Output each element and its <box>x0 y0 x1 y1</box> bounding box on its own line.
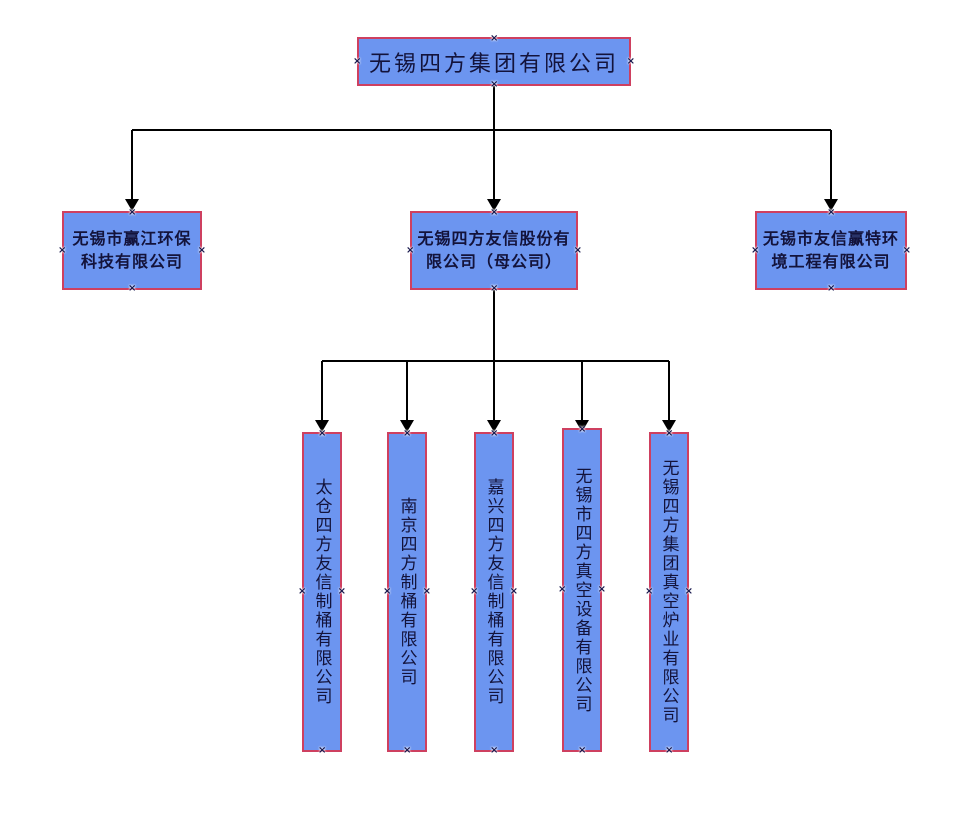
connection-handle-icon[interactable]: × <box>490 33 499 44</box>
connection-handle-icon[interactable]: × <box>58 244 67 256</box>
arrowhead-down-icon <box>400 420 414 432</box>
arrowhead-down-icon <box>125 199 139 211</box>
connection-handle-icon[interactable]: × <box>626 55 635 67</box>
connection-handle-icon[interactable]: × <box>827 207 836 218</box>
connection-handle-icon[interactable]: × <box>490 428 499 439</box>
connection-handle-icon[interactable]: × <box>578 424 587 435</box>
connection-handle-icon[interactable]: × <box>318 428 327 439</box>
org-node-nanjing-drum[interactable]: × × × × 南京四方制桶有限公司 <box>383 428 431 756</box>
arrowhead-down-icon <box>662 420 676 432</box>
connection-handle-icon[interactable]: × <box>597 584 606 595</box>
org-node-parent-company[interactable]: × × × × 无锡四方友信股份有 限公司（母公司） <box>406 207 582 294</box>
connection-handle-icon[interactable]: × <box>403 745 412 756</box>
org-node-label: 无锡市四方真空设备有限公司 <box>572 466 592 714</box>
connection-handle-icon[interactable]: × <box>665 428 674 439</box>
connection-handle-icon[interactable]: × <box>337 586 346 597</box>
connection-handle-icon[interactable]: × <box>509 586 518 597</box>
org-node-vacuum-furnace[interactable]: × × × × 无锡四方集团真空炉业有限公司 <box>645 428 693 756</box>
org-node-taicang-drum[interactable]: × × × × 太仓四方友信制桶有限公司 <box>298 428 346 756</box>
connection-handle-icon[interactable]: × <box>665 745 674 756</box>
org-node-root[interactable]: × × × × 无锡四方集团有限公司 <box>353 33 635 90</box>
org-node-label: 无锡四方友信股份有 限公司（母公司） <box>417 230 571 271</box>
connector-parent-to-level3[interactable] <box>315 290 676 432</box>
connection-handle-icon[interactable]: × <box>490 283 499 294</box>
connection-handle-icon[interactable]: × <box>128 207 137 218</box>
org-node-jiaxing-drum[interactable]: × × × × 嘉兴四方友信制桶有限公司 <box>470 428 518 756</box>
arrowhead-down-icon <box>575 420 589 432</box>
connection-handle-icon[interactable]: × <box>902 244 911 256</box>
connection-handle-icon[interactable]: × <box>751 244 760 256</box>
connection-handle-icon[interactable]: × <box>128 283 137 294</box>
org-node-vacuum-equipment[interactable]: × × × × 无锡市四方真空设备有限公司 <box>558 424 606 756</box>
connection-handle-icon[interactable]: × <box>353 55 362 67</box>
connection-handle-icon[interactable]: × <box>578 745 587 756</box>
org-node-label: 无锡市友信赢特环 境工程有限公司 <box>762 230 899 271</box>
arrowhead-down-icon <box>824 199 838 211</box>
connection-handle-icon[interactable]: × <box>827 283 836 294</box>
org-node-label: 嘉兴四方友信制桶有限公司 <box>484 478 504 706</box>
connection-handle-icon[interactable]: × <box>645 586 654 597</box>
org-node-label: 无锡四方集团有限公司 <box>368 50 619 76</box>
arrowhead-down-icon <box>487 199 501 211</box>
org-node-yingte-engineering[interactable]: × × × × 无锡市友信赢特环 境工程有限公司 <box>751 207 911 294</box>
org-node-yingjiang-environmental[interactable]: × × × × 无锡市赢江环保 科技有限公司 <box>58 207 206 294</box>
connection-handle-icon[interactable]: × <box>490 79 499 90</box>
arrowhead-down-icon <box>315 420 329 432</box>
org-node-label: 无锡市赢江环保 科技有限公司 <box>72 230 192 271</box>
org-node-label: 南京四方制桶有限公司 <box>397 497 417 687</box>
connection-handle-icon[interactable]: × <box>490 207 499 218</box>
org-node-label: 太仓四方友信制桶有限公司 <box>312 478 332 706</box>
connection-handle-icon[interactable]: × <box>406 244 415 256</box>
connection-handle-icon[interactable]: × <box>684 586 693 597</box>
connection-handle-icon[interactable]: × <box>470 586 479 597</box>
connection-handle-icon[interactable]: × <box>490 745 499 756</box>
connection-handle-icon[interactable]: × <box>298 586 307 597</box>
connection-handle-icon[interactable]: × <box>383 586 392 597</box>
connection-handle-icon[interactable]: × <box>318 745 327 756</box>
connection-handle-icon[interactable]: × <box>197 244 206 256</box>
connection-handle-icon[interactable]: × <box>558 584 567 595</box>
connection-handle-icon[interactable]: × <box>422 586 431 597</box>
arrowhead-down-icon <box>487 420 501 432</box>
org-node-label: 无锡四方集团真空炉业有限公司 <box>659 459 679 725</box>
connector-root-to-level2[interactable] <box>125 86 838 211</box>
connection-handle-icon[interactable]: × <box>573 244 582 256</box>
connection-handle-icon[interactable]: × <box>403 428 412 439</box>
